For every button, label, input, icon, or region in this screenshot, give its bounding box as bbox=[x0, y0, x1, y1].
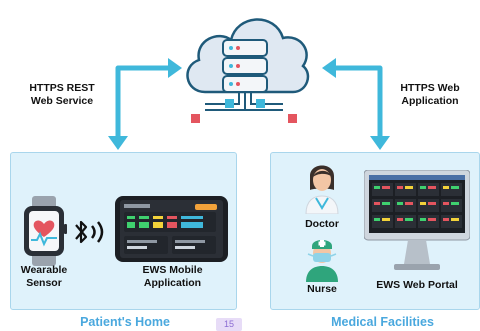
nurse-label: Nurse bbox=[307, 283, 337, 295]
bluetooth-icon bbox=[75, 220, 104, 244]
wearable-line1: Wearable bbox=[20, 264, 68, 276]
cloud-server-icon bbox=[186, 18, 310, 123]
page-number-badge: 15 bbox=[216, 318, 242, 331]
ews-web-portal-label: EWS Web Portal bbox=[376, 279, 458, 291]
bidirectional-arrow-right bbox=[322, 58, 390, 150]
bidirectional-arrow-left bbox=[108, 58, 182, 150]
medical-facilities-title: Medical Facilities bbox=[331, 315, 434, 329]
wearable-sensor-label: Wearable Sensor bbox=[12, 264, 76, 290]
left-protocol-line2: Web Service bbox=[30, 95, 94, 107]
wearable-line2: Sensor bbox=[26, 277, 62, 289]
left-protocol-label: HTTPS REST Web Service bbox=[14, 82, 110, 108]
ews-mobile-app-label: EWS Mobile Application bbox=[120, 264, 225, 290]
patients-home-title: Patient's Home bbox=[80, 315, 170, 329]
right-protocol-line2: Application bbox=[401, 95, 459, 107]
left-protocol-line1: HTTPS REST bbox=[29, 82, 95, 94]
web-portal-monitor-icon bbox=[364, 170, 470, 270]
mobile-app-screen-icon bbox=[115, 196, 228, 262]
doctor-label: Doctor bbox=[305, 218, 339, 230]
doctor-icon bbox=[305, 165, 339, 214]
smartwatch-icon bbox=[24, 196, 67, 266]
mobile-app-line1: EWS Mobile bbox=[142, 264, 203, 276]
mobile-app-line2: Application bbox=[143, 277, 202, 289]
right-protocol-line1: HTTPS Web bbox=[400, 82, 460, 94]
right-protocol-label: HTTPS Web Application bbox=[384, 82, 476, 108]
nurse-icon bbox=[306, 240, 338, 282]
